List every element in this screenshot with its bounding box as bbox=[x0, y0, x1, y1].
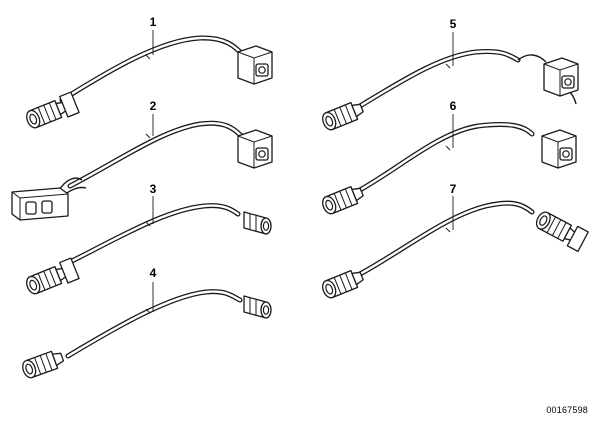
cable-assembly-3: 3 bbox=[23, 182, 272, 297]
socket-connector-right-1 bbox=[237, 45, 273, 85]
callout-5: 5 bbox=[450, 17, 457, 31]
cable-assembly-2: 2 bbox=[11, 99, 273, 221]
socket-connector-right-2 bbox=[237, 129, 273, 169]
callout-6: 6 bbox=[450, 99, 457, 113]
plug-connector-left-6 bbox=[319, 183, 366, 217]
callout-4: 4 bbox=[150, 266, 157, 280]
plug-connector-left-4 bbox=[19, 347, 66, 381]
callout-2: 2 bbox=[150, 99, 157, 113]
plug-connector-left-3 bbox=[23, 257, 80, 297]
diagram-reference-number: 00167598 bbox=[546, 405, 588, 415]
plug-connector-right-3 bbox=[243, 211, 272, 235]
callout-3: 3 bbox=[150, 182, 157, 196]
socket-connector-left-2 bbox=[11, 187, 69, 221]
plug-connector-right-7 bbox=[533, 209, 589, 253]
plug-connector-left-5 bbox=[319, 99, 366, 133]
cable-assembly-1: 1 bbox=[23, 15, 273, 131]
plug-connector-left-1 bbox=[23, 91, 80, 131]
plug-connector-right-4 bbox=[243, 295, 272, 319]
callout-7: 7 bbox=[450, 182, 457, 196]
plug-connector-left-7 bbox=[319, 267, 366, 301]
cable-assembly-6: 6 bbox=[319, 99, 577, 217]
cable-assembly-4: 4 bbox=[19, 266, 272, 381]
socket-connector-right-6 bbox=[541, 129, 577, 169]
cable-assembly-7: 7 bbox=[319, 182, 589, 301]
callout-1: 1 bbox=[150, 15, 157, 29]
socket-connector-right-5 bbox=[543, 57, 579, 97]
cable-assembly-5: 5 bbox=[319, 17, 579, 133]
